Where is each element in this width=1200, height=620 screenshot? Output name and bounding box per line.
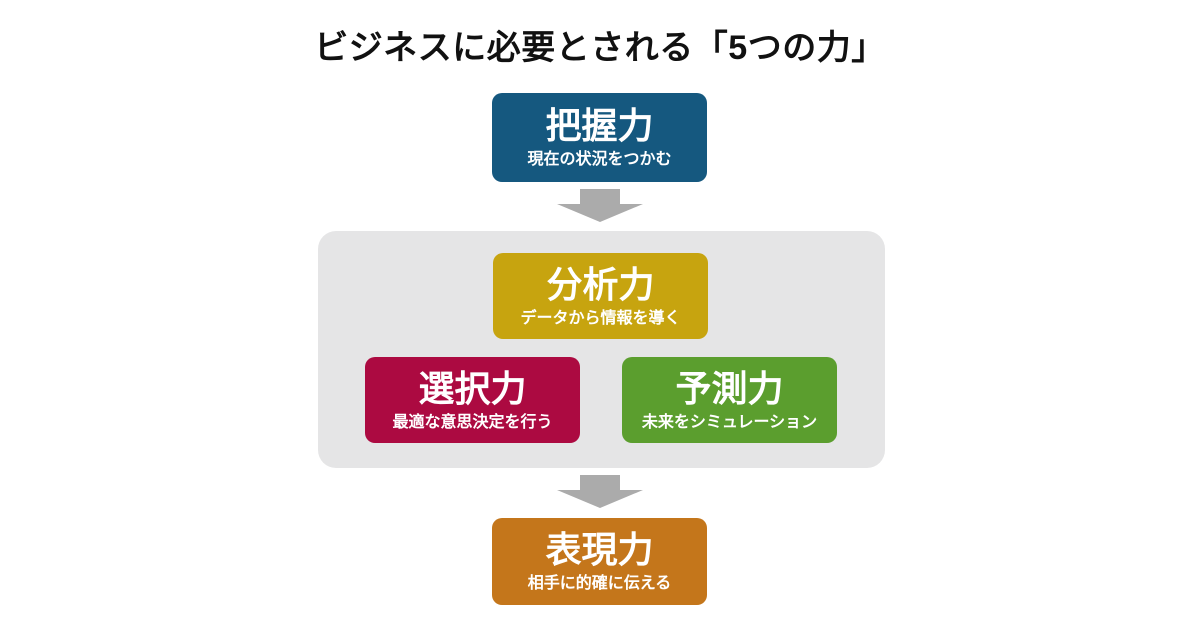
node-selection-label: 選択力: [418, 367, 527, 409]
node-grasp-label: 把握力: [545, 105, 654, 147]
node-analysis-description: データから情報を導く: [520, 309, 681, 327]
node-analysis-label: 分析力: [546, 263, 655, 305]
node-prediction-description: 未来をシミュレーション: [641, 413, 818, 431]
node-selection-card: 選択力 最適な意思決定を行う: [365, 357, 580, 443]
down-arrow-icon: [557, 189, 643, 222]
down-arrow-shape: [557, 189, 643, 222]
node-prediction-label: 予測力: [675, 367, 784, 409]
node-expression-card: 表現力 相手に的確に伝える: [492, 518, 707, 605]
middle-group-panel: 分析力 データから情報を導く 選択力 最適な意思決定を行う 予測力 未来をシミュ…: [318, 231, 885, 468]
node-grasp-description: 現在の状況をつかむ: [527, 151, 672, 168]
down-arrow-icon: [557, 475, 643, 508]
node-selection-description: 最適な意思決定を行う: [392, 413, 553, 431]
node-expression-label: 表現力: [545, 529, 654, 571]
node-grasp-card: 把握力 現在の状況をつかむ: [492, 93, 707, 182]
page-title: ビジネスに必要とされる「5つの力」: [314, 29, 886, 67]
node-prediction-card: 予測力 未来をシミュレーション: [622, 357, 837, 443]
down-arrow-shape: [557, 475, 643, 508]
node-analysis-card: 分析力 データから情報を導く: [493, 253, 708, 339]
node-expression-description: 相手に的確に伝える: [527, 575, 672, 592]
